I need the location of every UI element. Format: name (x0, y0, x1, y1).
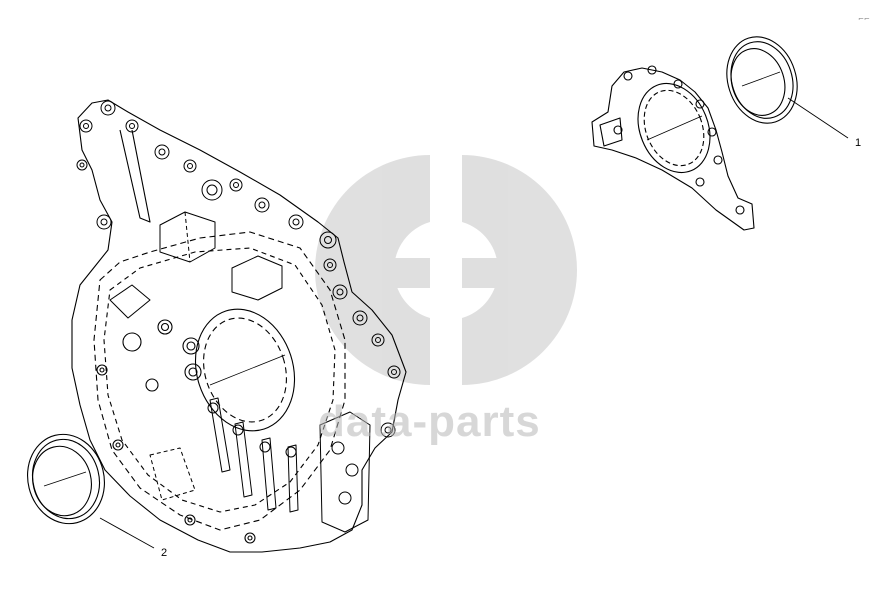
seal-retainer-housing (591, 65, 755, 231)
seal-ring-2 (27, 433, 105, 525)
seal-ring-1 (726, 36, 798, 124)
watermark-logo (315, 155, 577, 385)
corner-mark: ⌐⌐ (858, 15, 870, 23)
callout-2: 2 (161, 547, 168, 559)
leader-line-1 (787, 97, 849, 139)
watermark-text: data-parts (318, 397, 541, 446)
callout-1: 1 (855, 137, 862, 149)
leader-line-2 (99, 517, 155, 549)
flywheel-housing (71, 99, 407, 553)
